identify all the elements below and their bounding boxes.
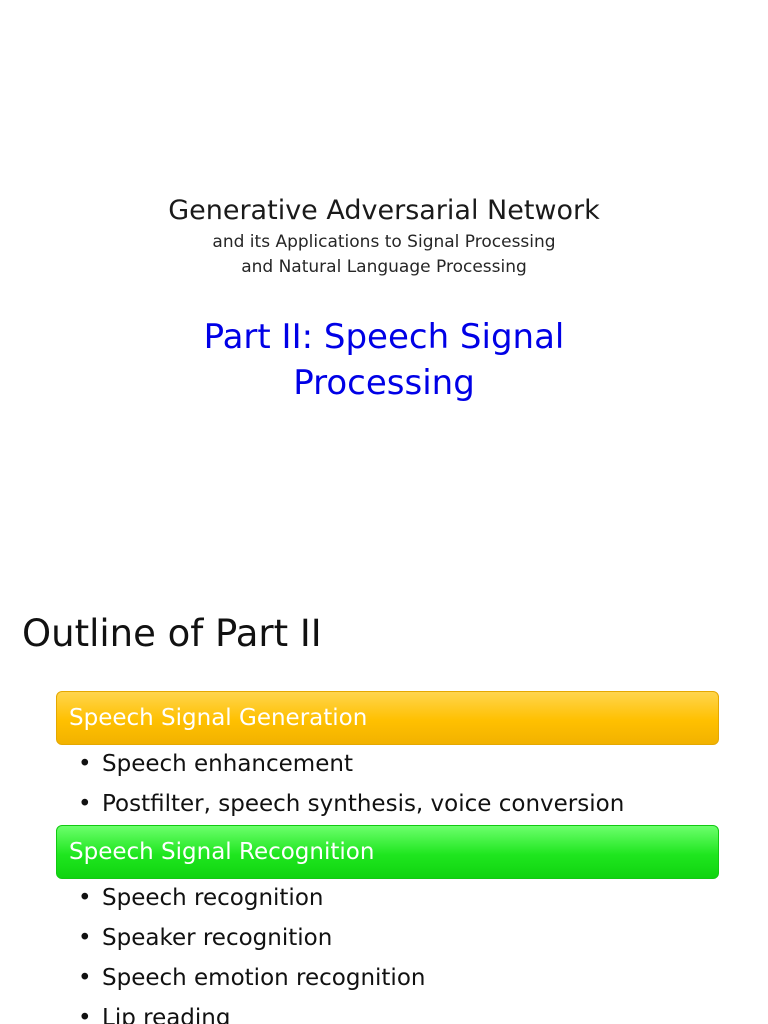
bullet-text: Postfilter, speech synthesis, voice conv… (102, 791, 625, 817)
bullet-text: Speech recognition (102, 885, 324, 911)
bullet-item: • Postfilter, speech synthesis, voice con… (78, 784, 624, 824)
bullet-item: • Speech recognition (78, 878, 425, 918)
bullet-dot: • (78, 925, 92, 951)
bullet-text: Lip reading (102, 1005, 231, 1024)
bullet-item: • Lip reading (78, 998, 425, 1024)
generation-bullet-list: • Speech enhancement • Postfilter, speech … (78, 744, 624, 824)
bullet-text: Speaker recognition (102, 925, 333, 951)
part-heading-line-2: Processing (293, 363, 475, 403)
slide-subtitle-line-1: and its Applications to Signal Processin… (212, 232, 556, 252)
bullet-item: • Speaker recognition (78, 918, 425, 958)
bullet-item: • Speech enhancement (78, 744, 624, 784)
slide-subtitle-line-2: and Natural Language Processing (241, 257, 527, 277)
bullet-text: Speech emotion recognition (102, 965, 426, 991)
outline-title: Outline of Part II (22, 612, 322, 655)
outline-slide: Outline of Part II Speech Signal Generat… (0, 576, 768, 1024)
section-bar-generation: Speech Signal Generation (56, 691, 719, 745)
part-heading-line-1: Part II: Speech Signal (203, 317, 565, 357)
bullet-text: Speech enhancement (102, 751, 353, 777)
title-slide: Generative Adversarial Network and its A… (0, 195, 768, 406)
part-heading: Part II: Speech Signal Processing (0, 314, 768, 406)
slide-title: Generative Adversarial Network (168, 195, 600, 226)
section-bar-recognition: Speech Signal Recognition (56, 825, 719, 879)
bullet-item: • Speech emotion recognition (78, 958, 425, 998)
bullet-dot: • (78, 965, 92, 991)
recognition-bullet-list: • Speech recognition • Speaker recognition… (78, 878, 425, 1024)
bullet-dot: • (78, 791, 92, 817)
bullet-dot: • (78, 885, 92, 911)
bullet-dot: • (78, 751, 92, 777)
bullet-dot: • (78, 1005, 92, 1024)
